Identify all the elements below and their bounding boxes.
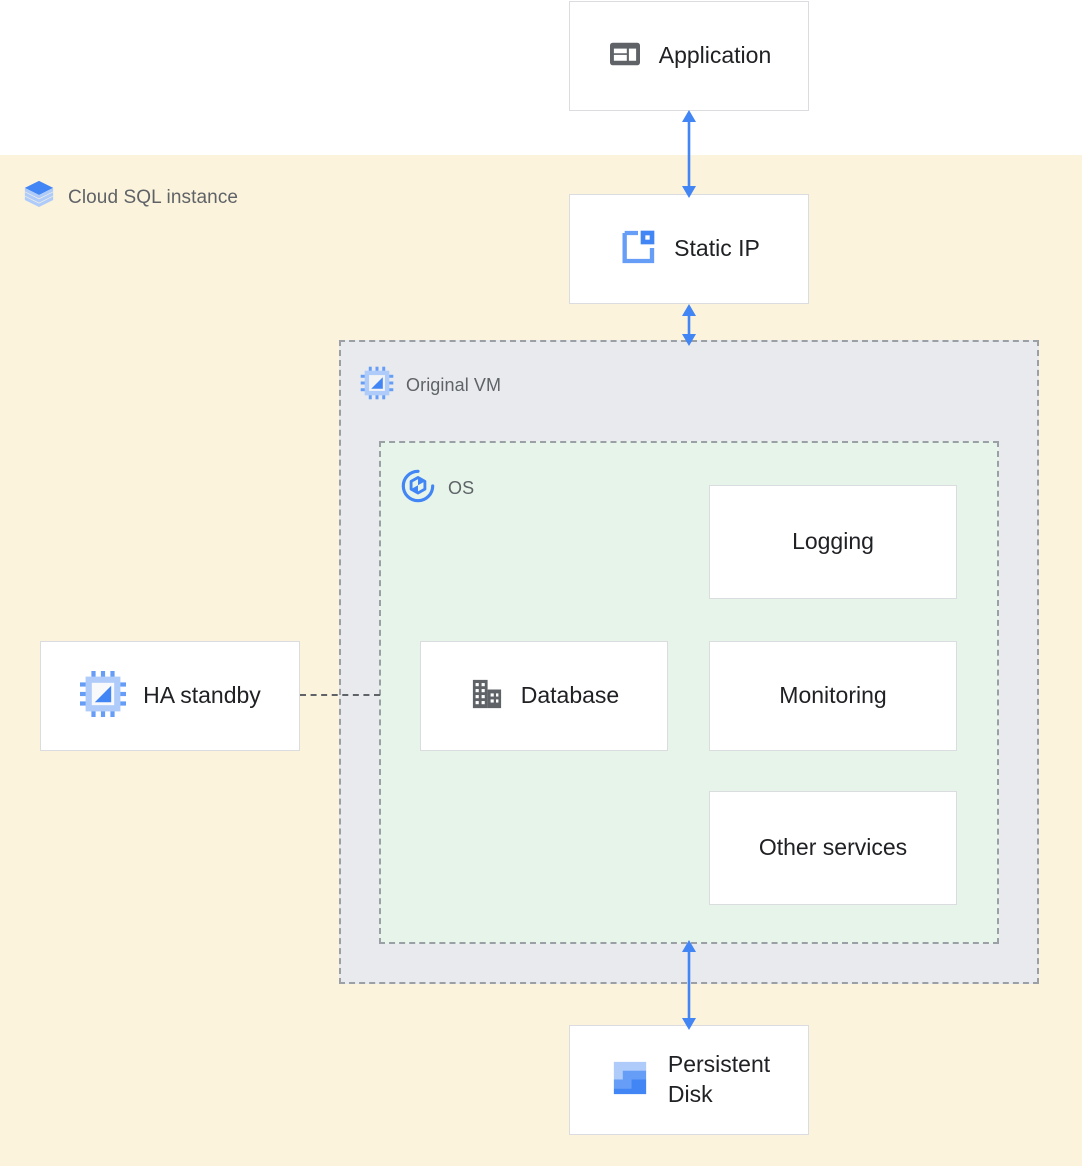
node-label-other-services: Other services: [758, 834, 908, 861]
node-other-services[interactable]: Other services: [709, 791, 957, 905]
connector-os-to-persistent-disk: [682, 940, 696, 1030]
cpu-chip-icon: [360, 366, 394, 405]
cpu-chip-icon: [79, 670, 127, 723]
building-icon: [469, 676, 505, 717]
connector-application-to-static-ip: [682, 110, 696, 198]
node-database[interactable]: Database: [420, 641, 668, 751]
static-ip-icon: [618, 227, 658, 272]
region-label-os: OS: [448, 478, 475, 498]
node-label-monitoring: Monitoring: [779, 682, 887, 709]
connector-ha-standby-to-database: [300, 694, 380, 696]
connector-static-ip-to-original-vm: [682, 304, 696, 346]
node-monitoring[interactable]: Monitoring: [709, 641, 957, 751]
region-header-cloud-sql-instance: Cloud SQL instance: [22, 178, 238, 217]
dashboard-layout-icon: [607, 36, 643, 77]
region-label-original-vm: Original VM: [406, 375, 502, 395]
region-header-original-vm: Original VM: [360, 366, 501, 405]
node-static-ip[interactable]: Static IP: [569, 194, 809, 304]
region-header-os: OS: [400, 468, 474, 509]
node-label-persistent-disk: Persistent Disk: [667, 1051, 771, 1107]
node-ha-standby[interactable]: HA standby: [40, 641, 300, 751]
region-label-cloud-sql-instance: Cloud SQL instance: [68, 186, 239, 208]
node-persistent-disk[interactable]: Persistent Disk: [569, 1025, 809, 1135]
persistent-disk-icon: [608, 1056, 652, 1105]
node-application[interactable]: Application: [569, 1, 809, 111]
os-cube-circle-icon: [400, 468, 436, 509]
node-label-ha-standby: HA standby: [143, 682, 261, 709]
cloud-sql-stack-icon: [22, 178, 56, 217]
node-label-application: Application: [658, 42, 772, 69]
node-label-logging: Logging: [792, 528, 874, 555]
node-label-database: Database: [520, 682, 620, 709]
node-label-static-ip: Static IP: [674, 235, 760, 262]
node-logging[interactable]: Logging: [709, 485, 957, 599]
